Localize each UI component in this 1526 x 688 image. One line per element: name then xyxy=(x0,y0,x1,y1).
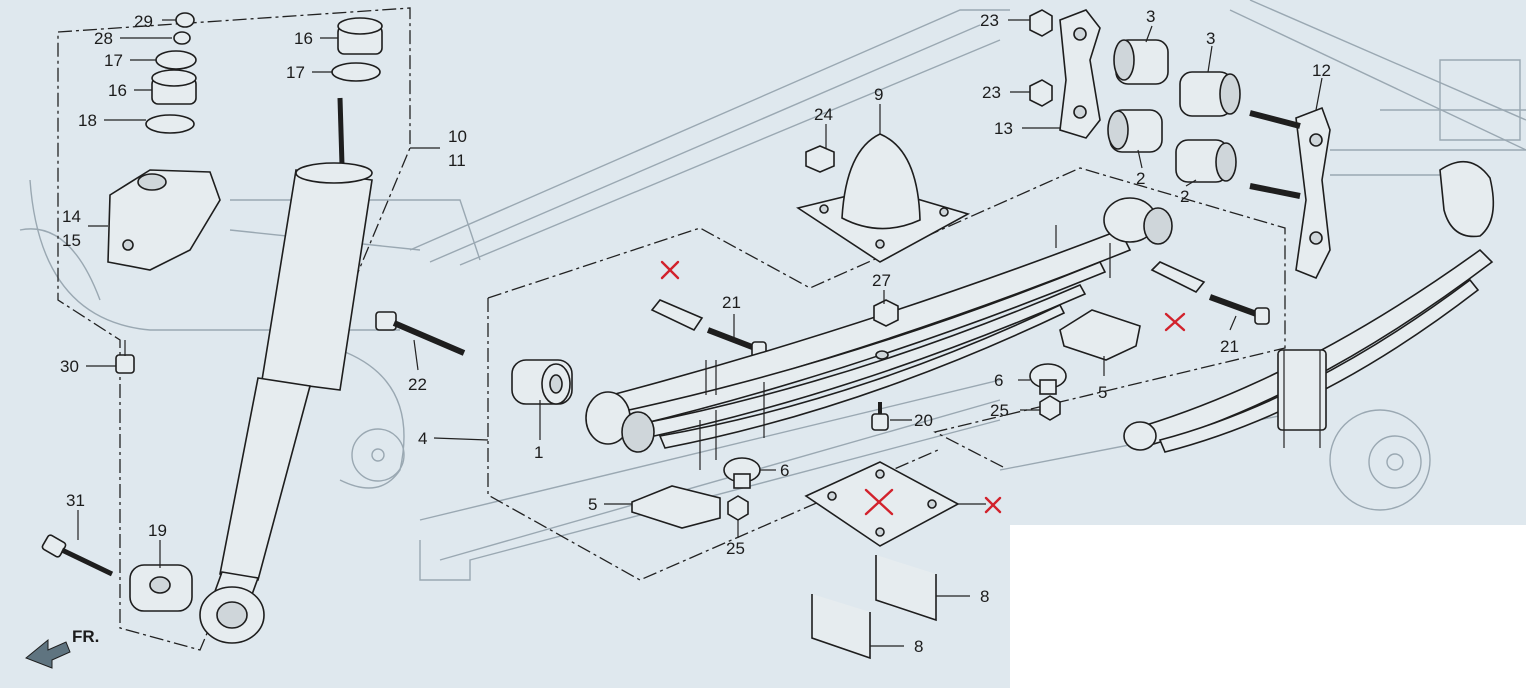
front-direction-arrow: FR. xyxy=(25,627,99,669)
callout-22: 22 xyxy=(408,375,427,394)
callout-1: 1 xyxy=(534,443,543,462)
callout-25: 25 xyxy=(726,539,745,558)
callout-10: 10 xyxy=(448,127,467,146)
callout-14: 14 xyxy=(62,207,81,226)
callout-17: 17 xyxy=(286,63,305,82)
callouts: 29 28 17 16 18 16 17 14 15 10 11 30 31 1… xyxy=(60,7,1331,656)
spring-bushing-1 xyxy=(511,359,573,405)
callout-16: 16 xyxy=(108,81,127,100)
spring-pads xyxy=(631,309,1141,529)
callout-2: 2 xyxy=(1136,169,1145,188)
callout-31: 31 xyxy=(66,491,85,510)
bolt-20 xyxy=(871,402,889,431)
lower-shock-bushing xyxy=(129,564,193,612)
pins xyxy=(650,261,1206,332)
callout-19: 19 xyxy=(148,521,167,540)
callout-2: 2 xyxy=(1180,187,1189,206)
callout-4: 4 xyxy=(418,429,427,448)
callout-5: 5 xyxy=(1098,383,1107,402)
upper-mount-bushings xyxy=(145,12,383,134)
shock-absorber xyxy=(199,97,373,644)
callout-8: 8 xyxy=(980,587,989,606)
nut-23-lower xyxy=(1029,79,1053,107)
callout-17: 17 xyxy=(104,51,123,70)
front-label: FR. xyxy=(72,627,99,646)
callout-28: 28 xyxy=(94,29,113,48)
callout-16: 16 xyxy=(294,29,313,48)
blank-area xyxy=(1010,525,1526,688)
callout-15: 15 xyxy=(62,231,81,250)
callout-8: 8 xyxy=(914,637,923,656)
callout-5: 5 xyxy=(588,495,597,514)
u-bolts xyxy=(811,555,937,660)
stoppers xyxy=(723,363,1067,489)
leader-lines xyxy=(77,19,1323,647)
callout-27: 27 xyxy=(872,271,891,290)
callout-3: 3 xyxy=(1206,29,1215,48)
callout-20: 20 xyxy=(914,411,933,430)
nut-24 xyxy=(805,145,835,173)
callout-21: 21 xyxy=(722,293,741,312)
leaf-spring xyxy=(585,197,1173,470)
group-boundaries xyxy=(57,7,1286,651)
callout-18: 18 xyxy=(78,111,97,130)
nut-27 xyxy=(873,299,899,327)
callout-23: 23 xyxy=(982,83,1001,102)
installed-leaf-spring xyxy=(1123,160,1495,453)
callout-30: 30 xyxy=(60,357,79,376)
callout-23: 23 xyxy=(980,11,999,30)
upper-mount-bracket xyxy=(107,169,221,271)
nut-25-right xyxy=(1039,395,1061,421)
callout-21: 21 xyxy=(1220,337,1239,356)
removed-marks xyxy=(660,260,1186,516)
bolt-30 xyxy=(115,340,135,374)
callout-25: 25 xyxy=(990,401,1009,420)
callout-3: 3 xyxy=(1146,7,1155,26)
bolt-31 xyxy=(41,534,114,577)
nuts xyxy=(727,9,1061,521)
bolt-22 xyxy=(375,311,466,356)
callout-9: 9 xyxy=(874,85,883,104)
callout-6: 6 xyxy=(994,371,1003,390)
nut-25-left xyxy=(727,495,749,521)
callout-12: 12 xyxy=(1312,61,1331,80)
bolt-21-right xyxy=(1208,294,1270,325)
callout-6: 6 xyxy=(780,461,789,480)
shackle-assembly xyxy=(1059,9,1331,280)
bump-stop xyxy=(796,133,971,263)
callout-24: 24 xyxy=(814,105,833,124)
callout-29: 29 xyxy=(134,12,153,31)
callout-11: 11 xyxy=(448,151,466,170)
callout-13: 13 xyxy=(994,119,1013,138)
nut-23-upper xyxy=(1029,9,1053,37)
